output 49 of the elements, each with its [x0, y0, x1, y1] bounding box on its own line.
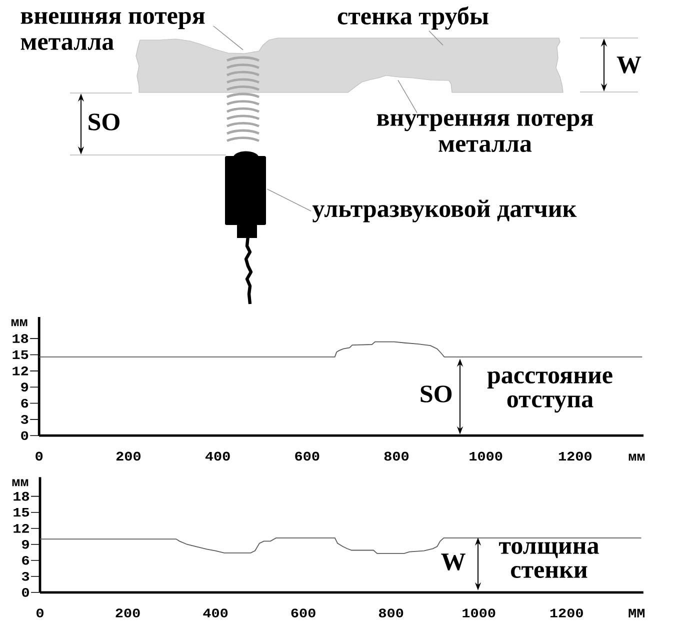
callout-label: внешняя потеря металла — [20, 12, 205, 50]
y-tick-label: 15 — [14, 508, 30, 517]
callout-label: внутренняя потеря металла — [376, 114, 594, 152]
annotation-text: толщина стенки — [499, 542, 599, 578]
x-tick-label: 0 — [36, 608, 44, 618]
y-tick-label: 6 — [21, 398, 28, 408]
y-tick-label: 6 — [22, 556, 30, 565]
dimension-label: SO — [420, 386, 452, 402]
x-tick-label: 600 — [295, 452, 320, 461]
x-axis-title: ММ — [628, 608, 645, 618]
dimension-label: W — [616, 56, 642, 74]
x-tick-label: 800 — [384, 452, 409, 461]
x-tick-label: 200 — [116, 452, 140, 461]
y-tick-label: 0 — [22, 588, 29, 597]
x-tick-label: 0 — [36, 452, 43, 461]
x-tick-label: 600 — [291, 608, 316, 618]
x-tick-label: 1000 — [470, 452, 502, 461]
y-tick-label: 3 — [20, 415, 28, 424]
x-tick-label: 1200 — [558, 452, 592, 461]
line-series — [38, 341, 643, 358]
x-tick-label: 200 — [116, 608, 140, 618]
x-axis-title: мм — [628, 454, 645, 461]
leader-line — [398, 80, 418, 114]
ultrasonic-probe — [225, 151, 266, 304]
y-axis-title: мм — [11, 319, 28, 326]
x-tick-label: 400 — [203, 608, 228, 618]
x-tick-label: 1000 — [462, 608, 496, 618]
callout-label: ультразвуковой датчик — [312, 200, 577, 222]
leader-line — [266, 188, 312, 212]
y-tick-label: 12 — [12, 366, 28, 376]
y-tick-label: 12 — [14, 524, 29, 533]
dimension-label: W — [441, 554, 466, 570]
y-tick-label: 18 — [12, 334, 28, 343]
y-tick-label: 18 — [14, 492, 30, 501]
leader-line — [213, 26, 244, 50]
y-tick-label: 9 — [22, 540, 29, 549]
y-tick-label: 15 — [12, 350, 28, 360]
leader-line — [428, 30, 444, 46]
x-tick-label: 1200 — [550, 608, 583, 618]
y-tick-label: 9 — [21, 382, 28, 392]
x-tick-label: 400 — [205, 452, 230, 461]
pipe-wall — [136, 38, 564, 93]
annotation-text: расстояние отступа — [487, 371, 612, 413]
dimension-label: SO — [88, 114, 120, 130]
y-tick-label: 0 — [21, 431, 28, 440]
callout-label: стенка трубы — [338, 6, 488, 30]
x-tick-label: 800 — [378, 608, 404, 618]
y-axis-title: мм — [12, 479, 28, 486]
y-tick-label: 3 — [22, 572, 30, 581]
